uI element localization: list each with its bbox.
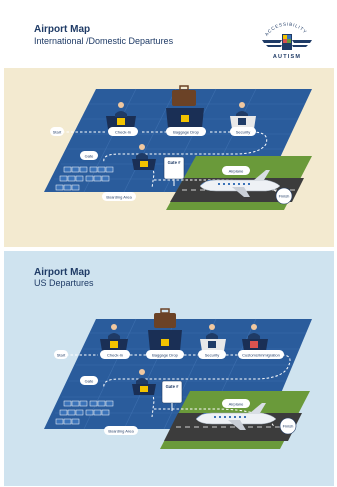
baggage-sign-icon bbox=[181, 115, 189, 122]
customs-sign-icon bbox=[250, 341, 258, 348]
checkin-desk bbox=[106, 102, 136, 129]
map-title: Airport Map bbox=[34, 24, 91, 35]
svg-text:Finish: Finish bbox=[279, 194, 290, 199]
station-label-start: Start bbox=[50, 127, 64, 136]
station-label-gate: Gate bbox=[80, 376, 98, 385]
security-badge-icon bbox=[238, 118, 246, 125]
station-label-boarding: Boarding Area bbox=[104, 426, 138, 435]
baggage-drop-desk bbox=[166, 85, 204, 128]
svg-text:Baggage Drop: Baggage Drop bbox=[152, 353, 179, 358]
airplane-icon bbox=[199, 170, 281, 197]
station-label-security: Security bbox=[230, 127, 256, 136]
svg-text:Customs/Immigration: Customs/Immigration bbox=[242, 353, 280, 358]
airplane-icon bbox=[195, 403, 277, 430]
station-label-airplane: Airplane bbox=[222, 399, 250, 408]
airport-map-diagram: Gate # Start Check-In Baggage Drop Secur… bbox=[44, 308, 312, 449]
baggage-sign-icon bbox=[161, 339, 169, 346]
svg-text:Start: Start bbox=[53, 130, 62, 135]
gate-number-sign: Gate # bbox=[163, 156, 185, 186]
station-label-baggage: Baggage Drop bbox=[146, 350, 184, 359]
boarding-seats bbox=[55, 166, 114, 191]
gate-sign-icon bbox=[140, 161, 148, 167]
station-label-security: Security bbox=[198, 350, 226, 359]
svg-text:Airplane: Airplane bbox=[229, 169, 244, 174]
map-panel-us: Airport Map US Departures bbox=[4, 251, 334, 486]
station-label-finish: Finish bbox=[275, 187, 293, 205]
station-label-customs: Customs/Immigration bbox=[238, 350, 284, 359]
gate-number-sign: Gate # bbox=[161, 380, 183, 411]
boarding-seats bbox=[55, 400, 114, 425]
svg-text:Boarding Area: Boarding Area bbox=[106, 195, 132, 200]
station-label-baggage: Baggage Drop bbox=[166, 127, 206, 136]
security-desk bbox=[230, 102, 256, 129]
customs-desk bbox=[242, 324, 268, 351]
airport-map-diagram: ACCESSIBILITY AUTISM bbox=[44, 22, 312, 210]
security-desk bbox=[200, 324, 226, 351]
station-label-start: Start bbox=[54, 350, 68, 359]
svg-text:Security: Security bbox=[236, 130, 250, 135]
svg-text:Boarding Area: Boarding Area bbox=[108, 429, 134, 434]
suitcase-icon bbox=[172, 90, 196, 106]
suitcase-icon bbox=[154, 313, 176, 328]
svg-text:Airplane: Airplane bbox=[229, 402, 244, 407]
airport-wings-logo-icon bbox=[262, 34, 312, 50]
svg-text:Gate: Gate bbox=[85, 154, 94, 159]
map-subtitle: International /Domestic Departures bbox=[34, 36, 174, 46]
accessibility-autism-logo: ACCESSIBILITY AUTISM bbox=[262, 22, 312, 60]
map-title: Airport Map bbox=[34, 267, 91, 278]
station-label-finish: Finish bbox=[279, 417, 297, 435]
gate-desk bbox=[132, 144, 156, 170]
svg-text:Finish: Finish bbox=[283, 424, 294, 429]
gate-sign-icon bbox=[140, 386, 148, 392]
svg-text:Security: Security bbox=[205, 353, 219, 358]
station-label-boarding: Boarding Area bbox=[102, 192, 136, 201]
checkin-desk bbox=[100, 324, 128, 351]
baggage-drop-desk bbox=[148, 308, 182, 351]
checkin-sign-icon bbox=[110, 341, 118, 348]
checkin-sign-icon bbox=[117, 118, 125, 125]
svg-text:Check-In: Check-In bbox=[107, 353, 123, 358]
panel-header-band bbox=[4, 4, 334, 68]
gate-number-label: Gate # bbox=[166, 384, 179, 389]
svg-text:Check-In: Check-In bbox=[115, 130, 131, 135]
map-subtitle: US Departures bbox=[34, 278, 94, 288]
station-label-airplane: Airplane bbox=[222, 166, 250, 175]
station-label-checkin: Check-In bbox=[108, 127, 138, 136]
security-badge-icon bbox=[208, 341, 216, 348]
gate-desk bbox=[132, 369, 156, 395]
station-label-gate: Gate bbox=[80, 151, 98, 160]
svg-text:Baggage Drop: Baggage Drop bbox=[173, 130, 200, 135]
gate-number-label: Gate # bbox=[168, 160, 181, 165]
route-path bbox=[66, 354, 291, 428]
svg-text:Gate: Gate bbox=[85, 379, 94, 384]
svg-text:Start: Start bbox=[57, 353, 66, 358]
station-label-checkin: Check-In bbox=[100, 350, 130, 359]
map-panel-international: Airport Map International /Domestic Depa… bbox=[4, 4, 334, 247]
logo-word: AUTISM bbox=[273, 54, 301, 60]
